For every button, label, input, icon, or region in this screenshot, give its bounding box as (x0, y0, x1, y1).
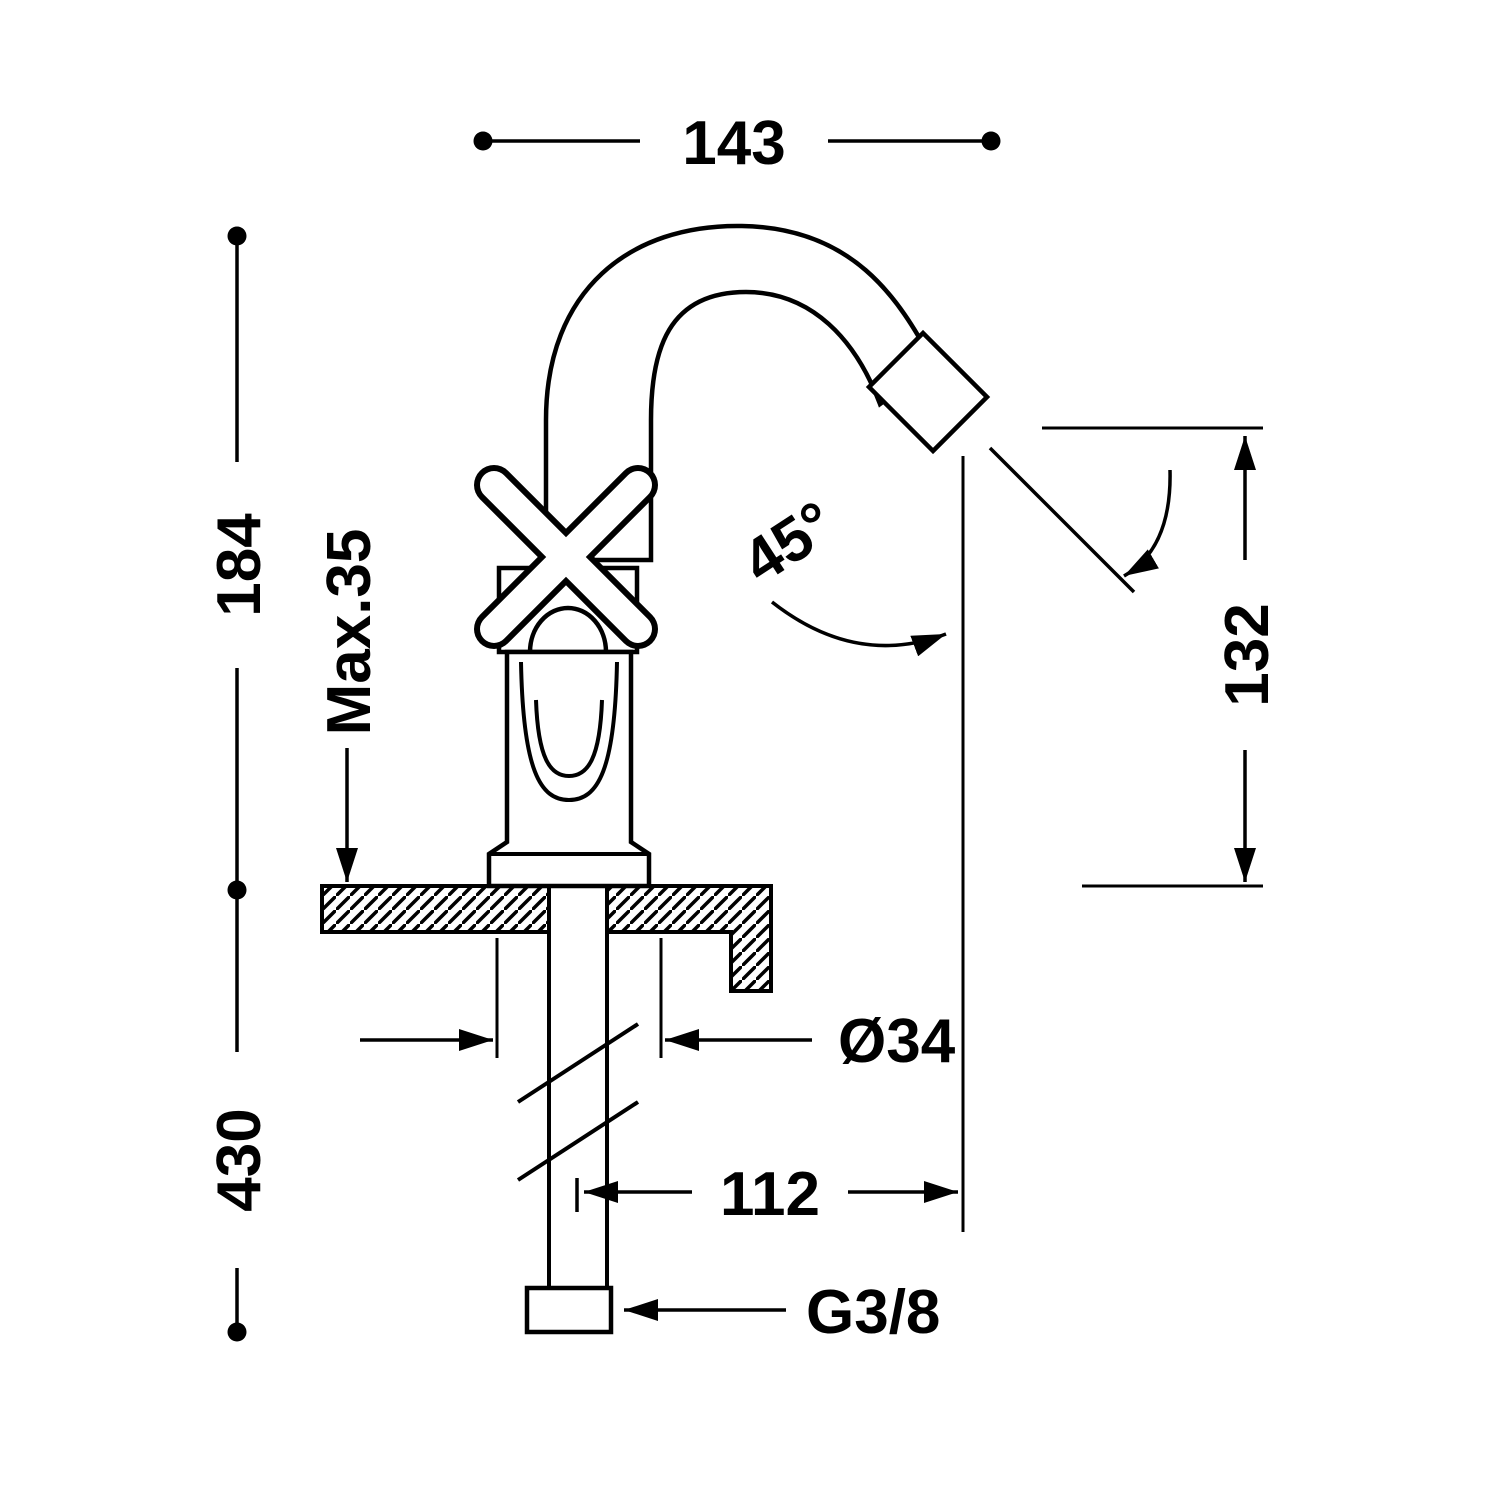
angle-arc-arrow (1123, 469, 1172, 578)
cross-handle-icon (474, 465, 658, 649)
handle-skirt-dome (527, 605, 609, 655)
pipe-break-line (516, 1100, 640, 1182)
extension-lines (495, 426, 1263, 1232)
upper-height-label: 184 (205, 513, 274, 617)
pipe-break-line (516, 1022, 640, 1104)
spout-nozzle (865, 329, 991, 455)
angle-label: 45° (731, 488, 847, 597)
reach-label: 112 (720, 1160, 820, 1229)
countertop-section (320, 884, 773, 993)
dimension-reach (575, 1178, 958, 1212)
supply-pipe (516, 886, 640, 1288)
spout-height-label: 132 (1213, 603, 1282, 706)
diameter-label: Ø34 (838, 1007, 956, 1076)
angle-leader-arrow (770, 600, 947, 657)
dimension-top-width (473, 131, 1001, 151)
angle-direction-line (988, 446, 1136, 594)
dimension-endpoint-dot (227, 1322, 247, 1342)
max-thickness-label: Max.35 (315, 529, 384, 736)
lower-height-label: 430 (205, 1108, 274, 1211)
dimension-left-heights (227, 226, 247, 1342)
body-inner-curve (519, 661, 619, 803)
dimension-endpoint-dot (227, 880, 247, 900)
inlet-nut (524, 1285, 614, 1335)
countertop-pipe-hole (549, 884, 607, 934)
thread-label: G3/8 (806, 1278, 940, 1347)
top-width-label: 143 (682, 109, 785, 178)
faucet-figure (320, 223, 991, 1335)
faucet-body (486, 649, 652, 889)
body-inner-curve (534, 699, 604, 779)
